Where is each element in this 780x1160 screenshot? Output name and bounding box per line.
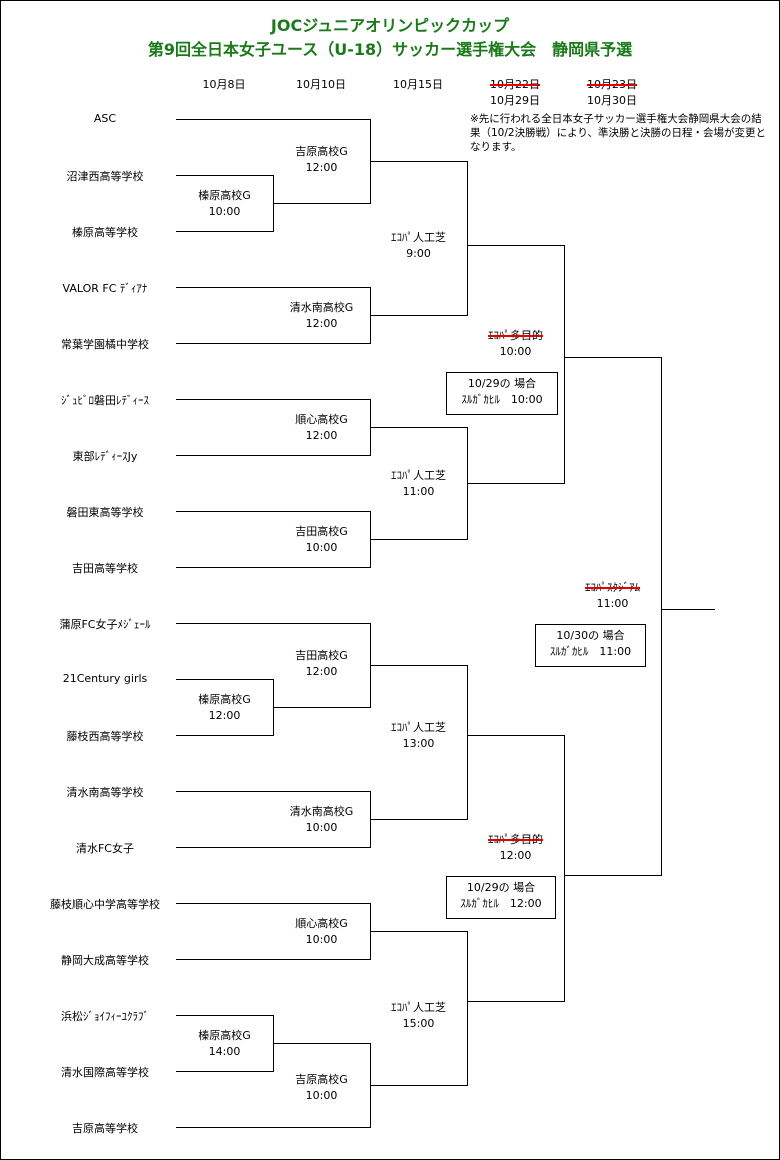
match-venue: 榛原高校G [198,1029,251,1042]
team-10: 蒲原FC女子ﾒｼﾞｪｰﾙ [59,618,151,631]
team-9: 吉田高等学校 [72,562,138,575]
alt-venue-time: ｽﾙｶﾞｶﾋﾙ 10:00 [461,393,543,406]
team-2: 沼津西高等学校 [66,170,144,183]
team-5: 常葉学園橘中学校 [61,338,149,351]
final-venue-old: ｴｺﾊﾟｽﾀｼﾞｱﾑ [585,581,640,594]
team-1: ASC [93,112,117,125]
date-quarterfinal: 10月15日 [393,78,443,91]
date-semifinal-new: 10月29日 [490,94,540,107]
round1-match-2: 榛原高校G 12:00 [176,692,273,724]
match-venue: 榛原高校G [198,693,251,706]
match-time: 10:00 [305,933,338,946]
round2-match-6: 清水南高校G 10:00 [273,804,370,836]
match-venue: 吉原高校G [295,1073,348,1086]
team-8: 磐田東高等学校 [66,506,144,519]
match-venue: ｴｺﾊﾟ人工芝 [391,721,446,734]
match-venue: ｴｺﾊﾟ人工芝 [391,1001,446,1014]
round2-match-2: 清水南高校G 12:00 [273,300,370,332]
quarterfinal-2: ｴｺﾊﾟ人工芝 11:00 [370,468,467,500]
title-line-1: JOCジュニアオリンピックカップ [270,16,510,35]
match-venue: 吉田高校G [295,649,348,662]
team-12: 藤枝西高等学校 [66,730,144,743]
final-alt-box: 10/30の 場合 ｽﾙｶﾞｶﾋﾙ 11:00 [535,624,646,667]
match-time: 10:00 [305,821,338,834]
match-time: 11:00 [596,597,629,610]
alt-date-label: 10/29の 場合 [466,881,536,894]
semifinal-venue-old: ｴｺﾊﾟ多目的 [488,329,543,342]
round1-match-1: 榛原高校G 10:00 [176,188,273,220]
match-time: 10:00 [208,205,241,218]
match-venue: 清水南高校G [289,805,354,818]
semifinal-1: ｴｺﾊﾟ多目的 10:00 [467,328,564,360]
round2-match-8: 吉原高校G 10:00 [273,1072,370,1104]
match-venue: ｴｺﾊﾟ人工芝 [391,231,446,244]
alt-date-label: 10/30の 場合 [556,629,625,642]
match-time: 12:00 [499,849,532,862]
match-venue: 順心高校G [295,413,348,426]
match-time: 10:00 [305,541,338,554]
match-venue: 清水南高校G [289,301,354,314]
match-venue: ｴｺﾊﾟ人工芝 [391,469,446,482]
match-time: 12:00 [305,161,338,174]
team-15: 藤枝順心中学高等学校 [50,898,160,911]
team-14: 清水FC女子 [75,842,134,855]
match-time: 11:00 [402,485,435,498]
quarterfinal-3: ｴｺﾊﾟ人工芝 13:00 [370,720,467,752]
date-round-1: 10月8日 [202,78,246,91]
team-13: 清水南高等学校 [66,786,144,799]
match-time: 9:00 [406,247,431,260]
semifinal-1-alt-box: 10/29の 場合 ｽﾙｶﾞｶﾋﾙ 10:00 [446,372,558,415]
semifinal-venue-old: ｴｺﾊﾟ多目的 [488,833,543,846]
quarterfinal-1: ｴｺﾊﾟ人工芝 9:00 [370,230,467,262]
round1-match-3: 榛原高校G 14:00 [176,1028,273,1060]
match-time: 14:00 [208,1045,241,1058]
team-3: 榛原高等学校 [72,226,138,239]
round2-match-4: 吉田高校G 10:00 [273,524,370,556]
team-11: 21Century girls [62,672,148,685]
semifinal-2-alt-box: 10/29の 場合 ｽﾙｶﾞｶﾋﾙ 12:00 [446,876,556,919]
round2-match-5: 吉田高校G 12:00 [273,648,370,680]
team-18: 清水国際高等学校 [61,1066,149,1079]
round2-match-3: 順心高校G 12:00 [273,412,370,444]
team-17: 浜松ｼﾞｮｲﾌｨｰﾕｸﾗﾌﾞ [61,1010,149,1023]
match-time: 12:00 [305,317,338,330]
semifinal-2: ｴｺﾊﾟ多目的 12:00 [467,832,564,864]
team-4: VALOR FC ﾃﾞｨｱﾅ [62,282,148,295]
match-time: 13:00 [402,737,435,750]
match-time: 10:00 [305,1089,338,1102]
match-time: 15:00 [402,1017,435,1030]
team-19: 吉原高等学校 [72,1122,138,1135]
alt-date-label: 10/29の 場合 [467,377,537,390]
match-time: 12:00 [305,429,338,442]
round2-match-1: 吉原高校G 12:00 [273,144,370,176]
match-time: 10:00 [499,345,532,358]
team-16: 静岡大成高等学校 [61,954,149,967]
date-semifinal-old: 10月22日 [490,78,540,91]
match-time: 12:00 [208,709,241,722]
date-final-new: 10月30日 [587,94,637,107]
final-match: ｴｺﾊﾟｽﾀｼﾞｱﾑ 11:00 [564,580,661,612]
match-venue: 順心高校G [295,917,348,930]
date-round-2: 10月10日 [296,78,346,91]
alt-venue-time: ｽﾙｶﾞｶﾋﾙ 11:00 [549,645,632,658]
match-time: 12:00 [305,665,338,678]
team-6: ｼﾞｭﾋﾞﾛ磐田ﾚﾃﾞｨｰｽ [61,394,149,407]
team-7: 東部ﾚﾃﾞｨｰｽJy [72,450,138,463]
match-venue: 榛原高校G [198,189,251,202]
match-venue: 吉田高校G [295,525,348,538]
schedule-change-note: ※先に行われる全日本女子サッカー選手権大会静岡県大会の結果（10/2決勝戦）によ… [470,113,766,153]
title-line-2: 第9回全日本女子ユース（U-18）サッカー選手権大会 静岡県予選 [147,40,633,59]
date-final-old: 10月23日 [587,78,637,91]
quarterfinal-4: ｴｺﾊﾟ人工芝 15:00 [370,1000,467,1032]
alt-venue-time: ｽﾙｶﾞｶﾋﾙ 12:00 [460,897,542,910]
round2-match-7: 順心高校G 10:00 [273,916,370,948]
match-venue: 吉原高校G [295,145,348,158]
